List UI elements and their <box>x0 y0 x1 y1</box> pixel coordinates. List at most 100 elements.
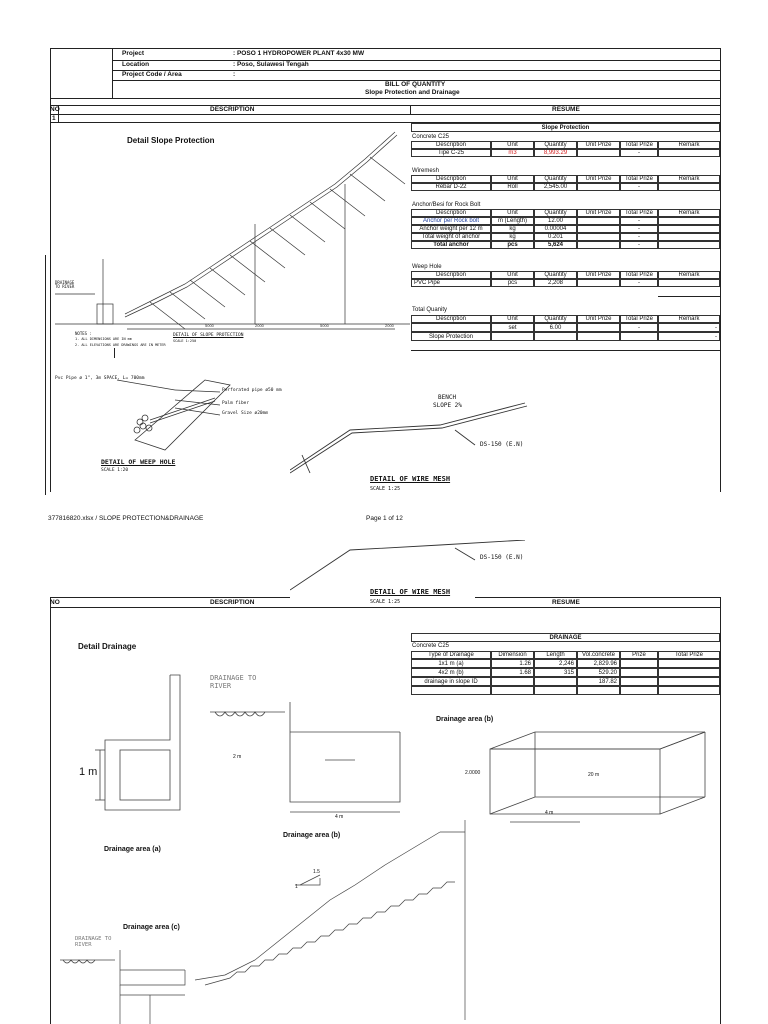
drainage-area-b-length: 20 m <box>588 772 600 778</box>
drain-r1-total <box>658 668 720 677</box>
wire-mesh-ds-repeat: DS-150 (E.N) <box>480 554 524 561</box>
weephole-h-unitprize: Unit Prize <box>577 271 620 279</box>
concrete-r0-unitprize <box>577 149 620 157</box>
anchor-r2-totalprize: - <box>620 233 658 241</box>
note-1: 1. ALL DIMENSIONS ARE IN mm <box>75 337 132 341</box>
drain-r0-dim: 1.26 <box>491 659 534 668</box>
weep-caption: DETAIL OF WEEP HOLE <box>101 458 176 466</box>
drainage-4m-dim: 4 m <box>335 814 344 820</box>
wiremesh-r0-unitprize <box>577 183 620 191</box>
drain-r2-prize <box>620 677 658 686</box>
drain-r3-dim <box>491 686 534 695</box>
dim-1: 5000 <box>205 323 215 328</box>
concrete-section: Concrete C25 <box>412 134 450 140</box>
total-h-totalprize: Total Prize <box>620 315 658 323</box>
wiremesh-h-totalprize: Total Prize <box>620 175 658 183</box>
boq-title: BILL OF QUANTITY <box>385 81 446 88</box>
total-r1-remark: - <box>658 332 720 341</box>
anchor-h-qty: Quantity <box>534 209 577 217</box>
anchor-r0-qty: 12.00 <box>534 217 577 225</box>
drainage-area-c-label: Drainage area (c) <box>123 924 180 931</box>
boq-subtitle: Slope Protection and Drainage <box>365 89 460 96</box>
drainage-area-b-width: 4 m <box>545 810 554 816</box>
weep-gravel-label: Gravel Size ø20mm <box>222 411 269 416</box>
concrete-h-remark: Remark <box>658 141 720 149</box>
total-h-unit: Unit <box>491 315 534 323</box>
total-r0-qty: 6.00 <box>534 323 577 332</box>
drainage-area-b-iso: Drainage area (b) 2.0000 20 m 4 m <box>430 714 710 824</box>
wiremesh-r0-totalprize: - <box>620 183 658 191</box>
weep-hole-detail: Pvc Pipe ø 1", 3m SPACE, L= 700mm Perfor… <box>55 360 295 480</box>
wire-mesh-scale: SCALE 1:25 <box>370 486 401 492</box>
wiremesh-h-remark: Remark <box>658 175 720 183</box>
wire-mesh-caption-repeat: DETAIL OF WIRE MESH <box>370 588 451 596</box>
anchor-h-totalprize: Total Prize <box>620 209 658 217</box>
drain-r1-length: 315 <box>534 668 577 677</box>
slope-caption-scale: SCALE 1:250 <box>173 339 197 343</box>
anchor-r1-remark <box>658 225 720 233</box>
drainage-area-b-label: Drainage area (b) <box>283 832 341 839</box>
drainage-1m-section: 1 m <box>79 670 200 820</box>
col-no-header: NO <box>50 106 60 113</box>
anchor-h-unitprize: Unit Prize <box>577 209 620 217</box>
anchor-r3-unitprize <box>577 241 620 249</box>
anchor-r2-qty: 0.201 <box>534 233 577 241</box>
drainage-slope-sketch <box>60 820 466 1024</box>
p2-col-no: NO <box>50 599 60 606</box>
weephole-h-totalprize: Total Prize <box>620 271 658 279</box>
drain-h-dim: Dimension <box>491 651 534 659</box>
wiremesh-r0-unit: Roll <box>491 183 534 191</box>
wiremesh-h-qty: Quantity <box>534 175 577 183</box>
weephole-h-qty: Quantity <box>534 271 577 279</box>
p2-col-resume: RESUME <box>552 599 580 606</box>
row-number: 1 <box>52 115 56 122</box>
dim-4: 2000 <box>385 323 395 328</box>
total-r1-unitprize <box>577 332 620 341</box>
wire-mesh-sketch <box>290 402 528 474</box>
concrete-r0-unit: m3 <box>491 149 534 157</box>
anchor-r0-remark <box>658 217 720 225</box>
col-resume-header: RESUME <box>552 106 580 113</box>
anchor-r2-unitprize <box>577 233 620 241</box>
project-value: : POSO 1 HYDROPOWER PLANT 4x30 MW <box>233 50 365 57</box>
wiremesh-r0-remark <box>658 183 720 191</box>
wire-mesh-detail: BENCH SLOPE 2% DS-150 (E.N) DETAIL OF WI… <box>290 385 550 495</box>
weephole-h-desc: Description <box>411 271 491 279</box>
drainage-river-sketch <box>210 702 401 813</box>
drain-r1-vol: 529.20 <box>577 668 620 677</box>
total-h-unitprize: Unit Prize <box>577 315 620 323</box>
anchor-h-unit: Unit <box>491 209 534 217</box>
drain-h-vol: Vol.concrete <box>577 651 620 659</box>
weephole-r0-unit: pcs <box>491 279 534 287</box>
anchor-r0-unitprize <box>577 217 620 225</box>
drain-h-length: Length <box>534 651 577 659</box>
drain-r0-prize <box>620 659 658 668</box>
notes-heading: NOTES : <box>75 331 92 336</box>
project-code-value: : <box>233 71 236 78</box>
drainage-slope-elevation: Drainage area (b) Drainage area (a) Drai… <box>55 820 475 1024</box>
project-label: Project <box>122 50 145 57</box>
slope-section-sketch: 5000 2000 5000 2000 <box>55 131 410 330</box>
anchor-r3-totalprize: - <box>620 241 658 249</box>
anchor-r1-totalprize: - <box>620 225 658 233</box>
concrete-r0-remark <box>658 149 720 157</box>
drain-r3-prize <box>620 686 658 695</box>
drain-r2-vol: 187.82 <box>577 677 620 686</box>
drain-r0-length: 2,246 <box>534 659 577 668</box>
anchor-r3-desc: Total anchor <box>411 241 491 249</box>
drain-r1-dim: 1.68 <box>491 668 534 677</box>
wire-mesh-scale-repeat: SCALE 1:25 <box>370 599 401 605</box>
wire-mesh-ds: DS-150 (E.N) <box>480 441 524 448</box>
drain-h-prize: Prize <box>620 651 658 659</box>
slope-ratio-h: 1.5 <box>313 869 320 875</box>
concrete-h-desc: Description <box>411 141 491 149</box>
drain-h-total: Total Prize <box>658 651 720 659</box>
drain-r2-type: drainage in slope ID <box>411 677 491 686</box>
anchor-r1-unitprize <box>577 225 620 233</box>
drainage-area-a-label: Drainage area (a) <box>104 846 161 853</box>
drain-r1-type: 4x2 m (b) <box>411 668 491 677</box>
slope-caption: DETAIL OF SLOPE PROTECTION <box>173 333 244 338</box>
total-r0-desc <box>411 323 491 332</box>
weephole-r0-qty: 2,208 <box>534 279 577 287</box>
slope-table-title: Slope Protection <box>411 123 720 132</box>
